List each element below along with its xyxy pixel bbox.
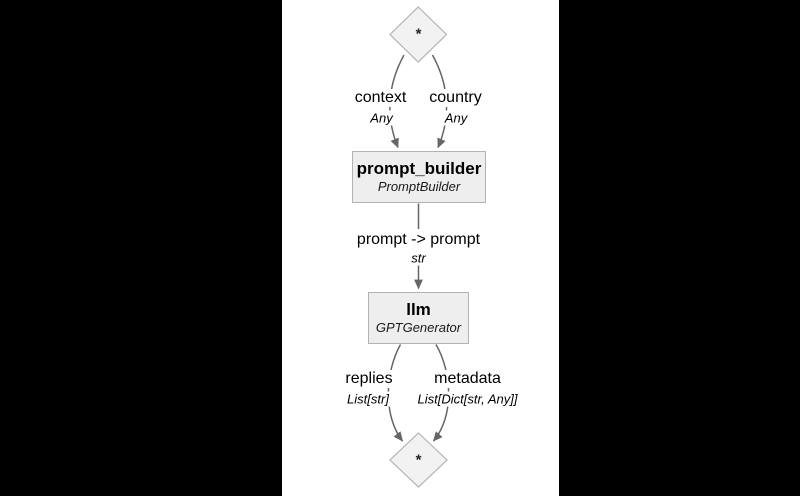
node-prompt-builder-title: prompt_builder [356,159,482,178]
node-prompt-builder-class: PromptBuilder [377,179,461,194]
node-llm-title: llm [406,300,431,319]
node-prompt-builder: prompt_builder PromptBuilder [352,151,486,203]
exit-diamond-node [389,432,448,488]
edge-label-context: context [352,89,409,107]
edge-type-context: Any [368,110,395,126]
edge-label-metadata: metadata [432,370,503,388]
pipeline-diagram-panel: * * prompt_builder PromptBuilder llm GPT… [282,0,559,496]
edge-label-replies: replies [343,370,395,388]
edge-type-country: Any [442,110,470,126]
edge-type-metadata: List[Dict[str, Any]] [415,391,520,406]
entry-node-symbol: * [415,25,422,43]
node-llm: llm GPTGenerator [368,292,469,344]
edge-label-prompt: prompt -> prompt [354,231,483,249]
exit-node-symbol: * [415,451,422,469]
edge-label-country: country [427,89,484,107]
edge-type-replies: List[str] [345,391,391,406]
node-llm-class: GPTGenerator [375,320,462,335]
edge-type-prompt: str [409,250,428,266]
entry-diamond-node [389,6,448,63]
